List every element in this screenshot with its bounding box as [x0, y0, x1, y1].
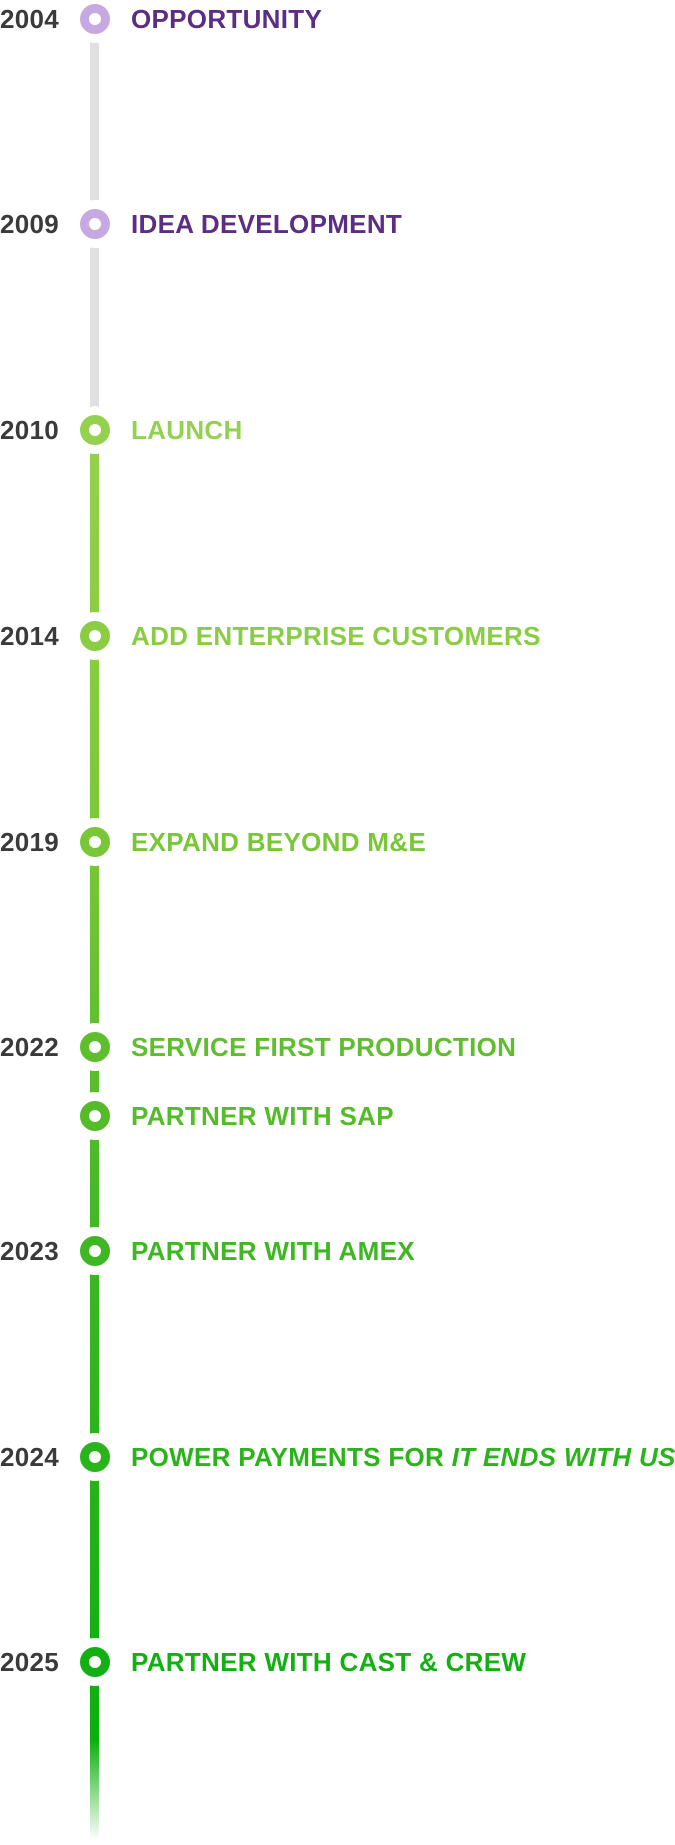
milestone-node-icon	[80, 1647, 110, 1677]
milestone-year: 2024	[0, 1442, 60, 1472]
milestone-year: 2014	[0, 621, 60, 651]
milestone-label: ADD ENTERPRISE CUSTOMERS	[131, 617, 541, 655]
milestone-label: EXPAND BEYOND M&E	[131, 823, 426, 861]
timeline-milestone: 2023 PARTNER WITH AMEX	[0, 1232, 675, 1270]
milestone-node-icon	[80, 1442, 110, 1472]
milestone-node-icon	[80, 1032, 110, 1062]
milestone-label-text: IDEA DEVELOPMENT	[131, 209, 403, 239]
milestone-label: OPPORTUNITY	[131, 0, 322, 38]
milestone-label: PARTNER WITH CAST & CREW	[131, 1643, 526, 1681]
timeline-connector-line	[90, 40, 99, 1840]
milestone-year: 2019	[0, 827, 60, 857]
milestone-label-text: EXPAND BEYOND M&E	[131, 827, 426, 857]
timeline-milestone: 2022 SERVICE FIRST PRODUCTION	[0, 1028, 675, 1066]
milestone-label-text: OPPORTUNITY	[131, 4, 323, 34]
milestone-year: 2010	[0, 415, 60, 445]
milestone-node-icon	[80, 209, 110, 239]
milestone-label: PARTNER WITH SAP	[131, 1097, 394, 1135]
timeline-milestone: 2009 IDEA DEVELOPMENT	[0, 205, 675, 243]
milestone-label-text: PARTNER WITH SAP	[131, 1101, 394, 1131]
milestone-node-icon	[80, 1236, 110, 1266]
timeline-milestone: 2024 POWER PAYMENTS FOR IT ENDS WITH US	[0, 1438, 675, 1476]
milestone-label: PARTNER WITH AMEX	[131, 1232, 415, 1270]
milestone-year	[0, 1097, 57, 1135]
timeline-milestone: 2019 EXPAND BEYOND M&E	[0, 823, 675, 861]
milestone-label-text: PARTNER WITH CAST & CREW	[131, 1647, 527, 1677]
milestone-label: LAUNCH	[131, 411, 243, 449]
milestone-label: POWER PAYMENTS FOR IT ENDS WITH US	[131, 1438, 675, 1476]
milestone-year: 2025	[0, 1647, 60, 1677]
milestone-node-icon	[80, 1101, 110, 1131]
milestone-node-icon	[80, 415, 110, 445]
timeline-milestone: PARTNER WITH SAP	[0, 1097, 675, 1135]
milestone-label-text: SERVICE FIRST PRODUCTION	[131, 1032, 517, 1062]
timeline-milestone: 2004 OPPORTUNITY	[0, 0, 675, 38]
milestone-node-icon	[80, 4, 110, 34]
milestone-node-icon	[80, 827, 110, 857]
milestone-year: 2023	[0, 1236, 60, 1266]
timeline-milestone: 2010 LAUNCH	[0, 411, 675, 449]
milestone-label-text: POWER PAYMENTS FOR	[131, 1442, 452, 1472]
timeline-milestone: 2025 PARTNER WITH CAST & CREW	[0, 1643, 675, 1681]
milestone-node-icon	[80, 621, 110, 651]
milestone-label-text: ADD ENTERPRISE CUSTOMERS	[131, 621, 541, 651]
milestone-label: IDEA DEVELOPMENT	[131, 205, 402, 243]
milestone-label-text: PARTNER WITH AMEX	[131, 1236, 415, 1266]
milestone-label-text: LAUNCH	[131, 415, 243, 445]
milestone-label-italic-text: IT ENDS WITH US	[451, 1442, 675, 1472]
milestone-year: 2009	[0, 209, 60, 239]
milestone-year: 2022	[0, 1032, 60, 1062]
milestone-year: 2004	[0, 4, 60, 34]
timeline-milestone: 2014 ADD ENTERPRISE CUSTOMERS	[0, 617, 675, 655]
milestone-label: SERVICE FIRST PRODUCTION	[131, 1028, 516, 1066]
